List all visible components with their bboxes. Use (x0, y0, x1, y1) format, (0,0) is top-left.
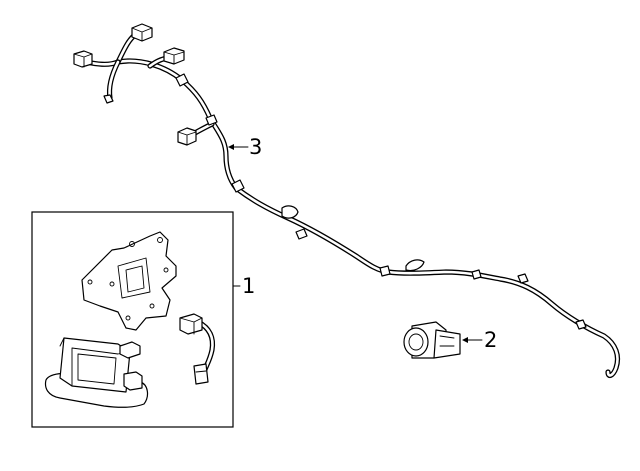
callout-module-kit: 1 (232, 274, 255, 298)
control-module-icon (44, 337, 149, 408)
callout-label-harness: 3 (249, 135, 262, 159)
callout-label-module-kit: 1 (242, 274, 255, 298)
wire-harness-icon (73, 23, 621, 379)
pigtail-connector-icon (179, 313, 216, 385)
mounting-bracket-icon (81, 231, 177, 331)
callout-harness: 3 (228, 135, 262, 159)
callout-label-sensor: 2 (484, 328, 497, 352)
callout-sensor: 2 (462, 328, 497, 352)
parking-sensor-icon (403, 321, 461, 359)
module-kit-box (31, 211, 234, 428)
